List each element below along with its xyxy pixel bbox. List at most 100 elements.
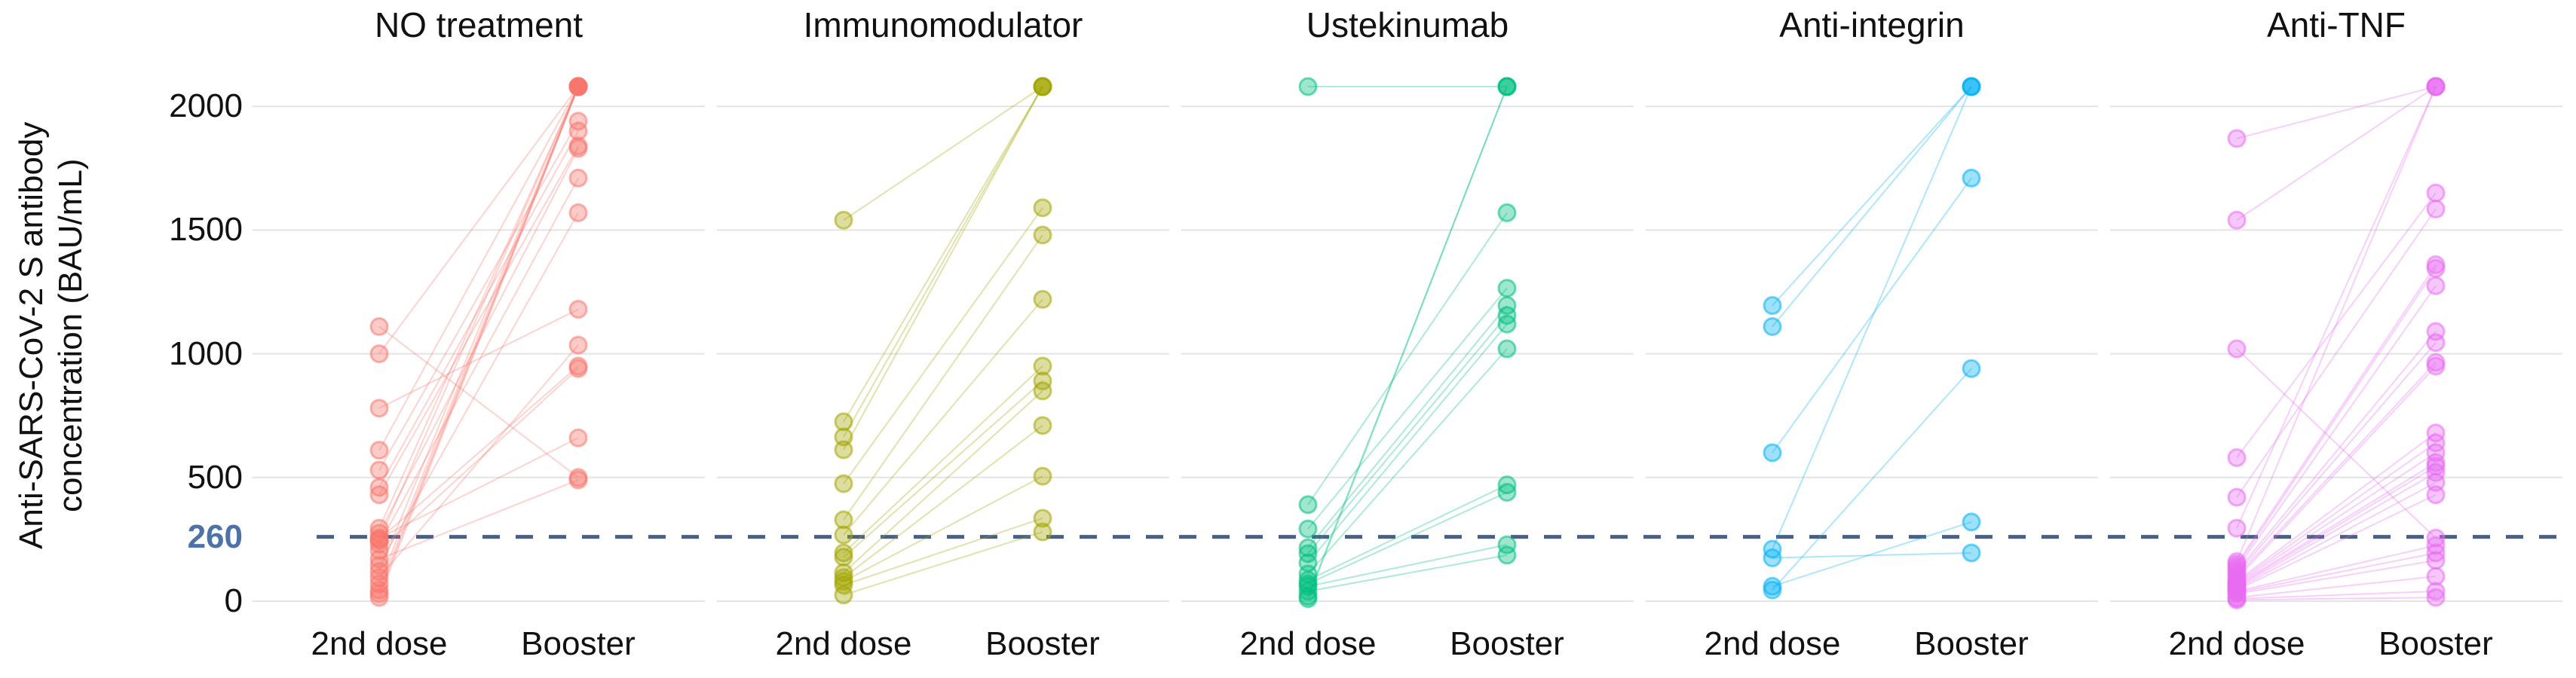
data-point-2nd-dose xyxy=(369,344,389,364)
pair-connector-line xyxy=(378,344,579,579)
data-point-booster xyxy=(1497,279,1517,298)
pair-connector-line xyxy=(378,308,579,409)
pair-connector-line xyxy=(843,380,1043,558)
pair-connector-line xyxy=(2236,264,2437,565)
pair-connector-line xyxy=(378,212,579,566)
pair-connector-line xyxy=(1772,86,1972,328)
pair-connector-line xyxy=(843,234,1043,521)
pair-connector-line xyxy=(1772,86,1972,550)
pair-connector-line xyxy=(843,207,1043,484)
data-point-booster xyxy=(1962,543,1981,563)
pair-connector-line xyxy=(843,86,1043,221)
data-point-booster xyxy=(2426,199,2446,218)
pair-connector-line xyxy=(843,298,1043,536)
data-point-2nd-dose xyxy=(834,548,853,567)
data-point-booster xyxy=(568,428,588,447)
data-point-2nd-dose xyxy=(1763,443,1782,463)
x-tick-label-booster: Booster xyxy=(2378,625,2493,662)
data-point-2nd-dose xyxy=(1298,495,1318,515)
pair-connector-line xyxy=(2236,559,2437,595)
pair-connector-line xyxy=(378,86,579,541)
data-point-2nd-dose xyxy=(2227,210,2247,230)
data-point-booster xyxy=(1497,314,1517,334)
data-point-booster xyxy=(1033,466,1052,486)
pair-connector-line xyxy=(1307,86,1508,597)
data-point-booster xyxy=(2426,356,2446,376)
pair-connector-line xyxy=(2236,267,2437,567)
pair-connector-line xyxy=(843,86,1043,423)
data-point-2nd-dose xyxy=(369,441,389,460)
pair-connector-line xyxy=(378,437,579,539)
data-point-2nd-dose xyxy=(1763,296,1782,316)
data-point-booster xyxy=(1962,359,1981,378)
x-tick-label-2nd-dose: 2nd dose xyxy=(775,625,912,662)
pair-connector-line xyxy=(378,121,579,471)
y-tick-label-1000: 1000 xyxy=(169,335,243,372)
data-point-booster xyxy=(568,111,588,131)
pair-connector-line xyxy=(378,148,579,534)
panel-title-immunomodulator: Immunomodulator xyxy=(803,5,1083,44)
pair-connector-line xyxy=(2236,551,2437,594)
pair-connector-line xyxy=(378,86,579,594)
data-point-booster xyxy=(2426,333,2446,353)
pair-connector-line xyxy=(2236,466,2437,588)
x-tick-label-booster: Booster xyxy=(985,625,1100,662)
x-tick-label-booster: Booster xyxy=(1914,625,2029,662)
pair-connector-line xyxy=(2236,472,2437,588)
data-point-2nd-dose xyxy=(834,576,853,595)
pair-connector-line xyxy=(378,365,579,540)
pair-connector-line xyxy=(2236,481,2437,590)
pair-connector-line xyxy=(843,365,1043,554)
data-point-booster xyxy=(1033,416,1052,435)
pair-connector-line xyxy=(1307,304,1508,548)
data-point-booster xyxy=(2426,588,2446,607)
pair-connector-line xyxy=(1307,544,1508,588)
x-tick-label-2nd-dose: 2nd dose xyxy=(1239,625,1377,662)
y-tick-label-1500: 1500 xyxy=(169,211,243,248)
data-point-2nd-dose xyxy=(834,510,853,530)
x-tick-label-2nd-dose: 2nd dose xyxy=(1704,625,1841,662)
data-point-booster xyxy=(1497,545,1517,565)
data-point-2nd-dose xyxy=(369,574,389,594)
data-point-2nd-dose xyxy=(834,585,853,605)
data-point-booster xyxy=(568,299,588,319)
pair-connector-line xyxy=(1772,521,1972,588)
pair-connector-line xyxy=(2236,285,2437,570)
pair-connector-line xyxy=(2236,590,2437,600)
pair-connector-line xyxy=(2236,462,2437,586)
pair-connector-line xyxy=(1307,323,1508,563)
data-point-booster xyxy=(568,470,588,490)
pair-connector-line xyxy=(843,86,1043,438)
pair-connector-line xyxy=(378,86,579,598)
pair-connector-line xyxy=(378,145,579,496)
data-point-2nd-dose xyxy=(1298,589,1318,609)
data-point-2nd-dose xyxy=(369,534,389,554)
panel-title-anti-integrin: Anti-integrin xyxy=(1779,5,1965,44)
data-point-booster xyxy=(1033,198,1052,218)
data-point-booster xyxy=(2426,551,2446,570)
data-point-booster xyxy=(2426,258,2446,278)
pair-connector-line xyxy=(378,479,579,560)
data-point-2nd-dose xyxy=(369,316,389,336)
pair-connector-line xyxy=(2236,85,2437,139)
pair-connector-line xyxy=(378,86,579,451)
pair-connector-line xyxy=(1307,348,1508,575)
data-point-2nd-dose xyxy=(1298,77,1318,96)
data-point-2nd-dose xyxy=(834,427,853,447)
data-point-booster xyxy=(2426,463,2446,482)
data-point-booster xyxy=(1497,296,1517,316)
data-point-2nd-dose xyxy=(834,474,853,493)
pair-connector-line xyxy=(2236,86,2437,221)
pair-connector-line xyxy=(1307,86,1508,600)
pair-connector-line xyxy=(378,86,579,355)
data-point-2nd-dose xyxy=(834,440,853,460)
data-point-booster xyxy=(1033,522,1052,542)
data-point-2nd-dose xyxy=(2227,129,2247,148)
y-tick-label-500: 500 xyxy=(187,459,243,496)
pair-connector-line xyxy=(2236,342,2437,575)
pair-connector-line xyxy=(2236,348,2437,539)
data-point-booster xyxy=(1497,203,1517,222)
pair-connector-line xyxy=(378,86,579,529)
pair-connector-line xyxy=(378,86,579,572)
data-point-booster xyxy=(2426,443,2446,463)
